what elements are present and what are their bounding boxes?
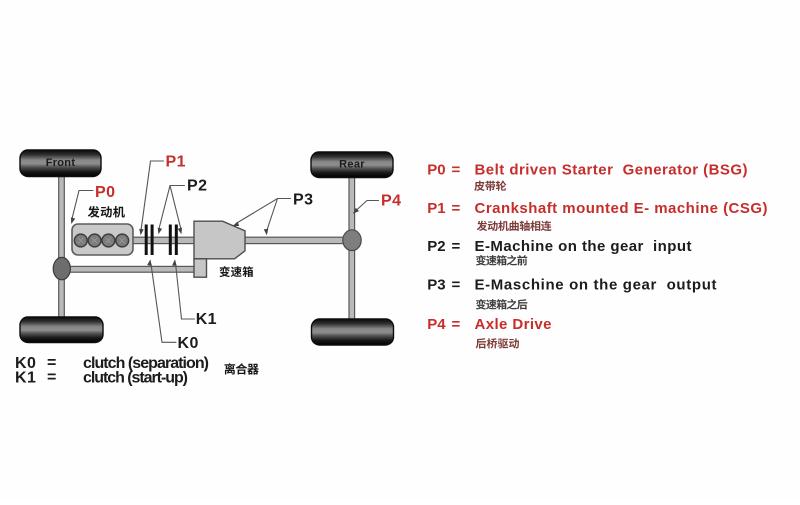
svg-text:P3: P3 [427,277,445,294]
svg-text:=: = [452,238,461,255]
svg-text:=: = [452,277,461,294]
svg-text:Axle Drive: Axle Drive [475,316,552,333]
svg-text:K0: K0 [15,355,36,372]
svg-text:clutch (separation): clutch (separation) [83,355,209,372]
svg-text:E-Machine on the gear input: E-Machine on the gear input [475,238,692,255]
svg-text:=: = [452,316,461,333]
svg-text:E-Maschine on the gear output: E-Maschine on the gear output [475,277,717,294]
svg-text:Front: Front [46,157,76,169]
svg-text:=: = [452,200,461,217]
svg-text:P4: P4 [381,193,401,210]
svg-text:P2: P2 [187,178,207,195]
svg-text:K0: K0 [178,335,199,352]
svg-text:P1: P1 [427,200,445,217]
svg-text:clutch (start-up): clutch (start-up) [83,370,188,387]
svg-text:Crankshaft mounted E- machine: Crankshaft mounted E- machine (CSG) [475,200,768,217]
svg-text:P3: P3 [293,192,313,209]
svg-text:=: = [47,355,57,372]
svg-text:P0: P0 [95,184,115,201]
svg-text:K1: K1 [196,311,217,328]
svg-text:P1: P1 [166,154,186,171]
svg-text:=: = [47,369,57,386]
svg-text:Belt driven Starter Generator: Belt driven Starter Generator (BSG) [475,162,748,179]
svg-text:P0: P0 [427,162,445,179]
svg-text:P4: P4 [427,316,446,333]
svg-text:K1: K1 [15,370,36,387]
svg-text:=: = [452,162,461,179]
svg-text:P2: P2 [427,238,445,255]
svg-text:Rear: Rear [339,159,365,171]
